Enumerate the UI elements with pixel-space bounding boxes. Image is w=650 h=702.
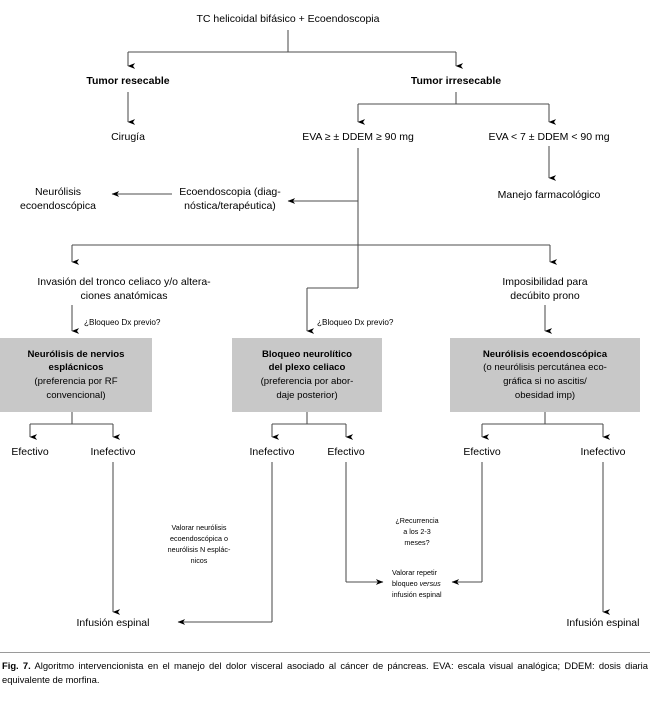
outcome-box1-left: Efectivo xyxy=(11,446,49,458)
ann-repetir-line2: bloqueo versus xyxy=(392,579,441,588)
ann-repetir-line1: Valorar repetir xyxy=(392,568,438,577)
gray-box-celiac-plexus xyxy=(232,338,382,412)
node-tumor-irresecable: Tumor irresecable xyxy=(411,75,501,87)
ann-valorar-line3: neurólisis N esplác- xyxy=(168,545,231,554)
ann-valorar-line2: ecoendoscópica o xyxy=(170,534,228,543)
node-neurolisis-eco-line1: Neurólisis xyxy=(35,186,81,198)
figure-caption: Fig. 7. Algoritmo intervencionista en el… xyxy=(0,652,650,686)
figure-caption-text: Algoritmo intervencionista en el manejo … xyxy=(2,660,648,685)
outcome-box2-right: Efectivo xyxy=(327,446,365,458)
node-imposibilidad-line2: decúbito prono xyxy=(510,290,580,302)
node-eva-low: EVA < 7 ± DDEM < 90 mg xyxy=(488,131,609,143)
node-ecoendoscopia-line2: nóstica/terapéutica) xyxy=(184,200,276,212)
node-ecoendoscopia-line1: Ecoendoscopia (diag- xyxy=(179,186,281,198)
box3-line1: Neurólisis ecoendoscópica xyxy=(483,349,608,360)
box1-line2: esplácnicos xyxy=(49,362,104,373)
terminal-infusion-left: Infusión espinal xyxy=(77,617,150,629)
box1-line3: (preferencia por RF xyxy=(34,376,117,387)
box2-line1: Bloqueo neurolítico xyxy=(262,349,352,360)
box1-line4: convencional) xyxy=(46,390,105,401)
ann-recurrencia-line1: ¿Recurrencia xyxy=(395,516,438,525)
ann-valorar-line1: Valorar neurólisis xyxy=(172,523,227,532)
outcome-box1-right: Inefectivo xyxy=(91,446,136,458)
outcome-box3-right: Inefectivo xyxy=(581,446,626,458)
node-imposibilidad-line1: Imposibilidad para xyxy=(502,276,587,288)
box3-line2: (o neurólisis percutánea eco- xyxy=(483,362,607,373)
label-bloqueo-dx-mid: ¿Bloqueo Dx previo? xyxy=(317,318,394,327)
box2-line4: daje posterior) xyxy=(276,390,337,401)
node-eva-high: EVA ≥ ± DDEM ≥ 90 mg xyxy=(302,131,414,143)
ann-recurrencia-line2: a los 2-3 xyxy=(403,527,431,536)
box2-line2: del plexo celiaco xyxy=(269,362,346,373)
outcome-box3-left: Efectivo xyxy=(463,446,501,458)
node-tumor-resecable: Tumor resecable xyxy=(86,75,169,87)
label-bloqueo-dx-left: ¿Bloqueo Dx previo? xyxy=(84,318,161,327)
gray-box-splanchnic xyxy=(0,338,152,412)
node-invasion-line1: Invasión del tronco celiaco y/o altera- xyxy=(37,276,211,288)
node-invasion-line2: ciones anatómicas xyxy=(81,290,168,302)
node-cirugia: Cirugía xyxy=(111,131,145,143)
node-neurolisis-eco-line2: ecoendoscópica xyxy=(20,200,96,212)
box1-line1: Neurólisis de nervios xyxy=(27,349,124,360)
ann-repetir-line2-b: versus xyxy=(420,579,442,588)
outcome-box2-left: Inefectivo xyxy=(250,446,295,458)
node-root: TC helicoidal bifásico + Ecoendoscopia xyxy=(197,13,380,25)
node-manejo-farmacologico: Manejo farmacológico xyxy=(498,189,601,201)
gray-box-eus-neurolysis xyxy=(450,338,640,412)
box2-line3: (preferencia por abor- xyxy=(261,376,354,387)
figure-number: Fig. 7. xyxy=(2,660,31,671)
ann-valorar-line4: nicos xyxy=(191,556,208,565)
box3-line3: gráfica si no ascitis/ xyxy=(503,376,587,387)
flowchart-svg: TC helicoidal bifásico + Ecoendoscopia T… xyxy=(0,13,640,629)
ann-repetir-line3: infusión espinal xyxy=(392,590,442,599)
box3-line4: obesidad imp) xyxy=(515,390,575,401)
terminal-infusion-right: Infusión espinal xyxy=(567,617,640,629)
ann-recurrencia-line3: meses? xyxy=(404,538,429,547)
ann-repetir-line2-a: bloqueo xyxy=(392,579,420,588)
